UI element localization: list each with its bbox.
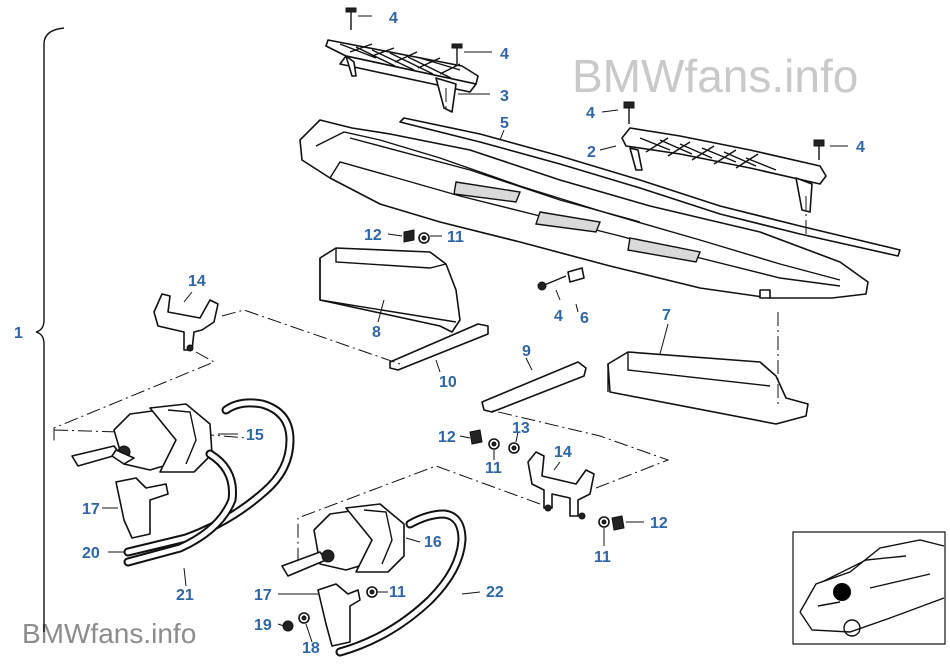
callout-12c: 12 <box>650 515 668 532</box>
callout-labels: 1 4 4 3 5 4 2 4 12 11 14 8 10 4 6 7 9 12… <box>14 10 865 657</box>
assembly-line-top <box>445 88 807 236</box>
callout-11c: 11 <box>594 549 611 566</box>
callout-17a: 17 <box>82 501 100 518</box>
part-17-bracket-right[interactable] <box>317 583 361 647</box>
callout-14b: 14 <box>554 444 572 461</box>
callout-21: 21 <box>176 587 194 604</box>
assembly-line-right <box>297 312 779 572</box>
nut-11b[interactable] <box>488 438 500 450</box>
nut-11d[interactable] <box>366 586 378 598</box>
callout-17b: 17 <box>254 587 272 604</box>
part-2-grille[interactable] <box>621 127 827 213</box>
watermark-bottom: BMWfans.info <box>22 618 196 649</box>
screw-4a[interactable] <box>345 7 357 30</box>
callout-6: 6 <box>580 310 589 327</box>
part-18-washer[interactable] <box>298 612 310 624</box>
nut-11a[interactable] <box>418 232 430 244</box>
callout-11d: 11 <box>389 584 406 601</box>
part-5-seal-strip[interactable] <box>399 117 901 257</box>
callout-8: 8 <box>372 324 381 341</box>
part-9-rod[interactable] <box>481 361 587 413</box>
callout-5: 5 <box>500 115 509 132</box>
callout-10: 10 <box>439 374 457 391</box>
leader-lines <box>102 15 848 643</box>
callout-19: 19 <box>254 617 272 634</box>
nut-6[interactable] <box>567 267 585 283</box>
part-5-cowl-panel[interactable] <box>299 119 869 299</box>
callout-4a: 4 <box>389 10 398 27</box>
part-3-grille[interactable] <box>325 39 479 113</box>
part-10-rod[interactable] <box>389 323 489 371</box>
screw-4c[interactable] <box>623 101 635 124</box>
callout-11b: 11 <box>485 460 502 477</box>
callout-4d: 4 <box>856 139 865 156</box>
callout-18: 18 <box>302 640 320 657</box>
clip-12a[interactable] <box>403 229 415 243</box>
bracket-14b[interactable] <box>527 451 595 520</box>
callout-20: 20 <box>82 545 100 562</box>
callout-22: 22 <box>486 584 504 601</box>
callout-1: 1 <box>14 325 23 342</box>
callout-4e: 4 <box>554 308 563 325</box>
clip-12c[interactable] <box>611 515 625 531</box>
nut-11c[interactable] <box>598 516 610 528</box>
callout-15: 15 <box>246 427 264 444</box>
part-19-nut[interactable] <box>282 620 294 632</box>
assembly-brace <box>35 27 65 632</box>
assembly-line-left <box>53 309 401 444</box>
screw-4e[interactable] <box>537 275 567 291</box>
screw-4b[interactable] <box>451 43 463 64</box>
callout-9: 9 <box>522 343 531 360</box>
callout-16: 16 <box>424 534 442 551</box>
part-17-bracket[interactable] <box>115 477 169 539</box>
clip-12b[interactable] <box>469 429 483 445</box>
part-7-trough[interactable] <box>607 351 809 425</box>
part-16-vacuum-unit[interactable] <box>281 503 405 577</box>
bracket-14a[interactable] <box>153 293 219 352</box>
callout-3: 3 <box>500 88 509 105</box>
callout-13: 13 <box>512 420 530 437</box>
part-15-vacuum-unit[interactable] <box>71 403 213 473</box>
callout-11a: 11 <box>447 229 464 246</box>
callout-4b: 4 <box>500 46 509 63</box>
callout-2: 2 <box>587 144 596 161</box>
callout-4c: 4 <box>586 105 595 122</box>
watermark-top: BMWfans.info <box>572 50 858 102</box>
callout-14a: 14 <box>188 273 206 290</box>
callout-12a: 12 <box>364 227 382 244</box>
part-13-grommet[interactable] <box>508 442 520 454</box>
car-location-icon <box>833 583 851 601</box>
part-8-trough[interactable] <box>319 247 461 333</box>
screw-4d[interactable] <box>813 139 825 160</box>
callout-12b: 12 <box>438 429 456 446</box>
callout-7: 7 <box>662 307 671 324</box>
car-location-thumbnail <box>792 531 946 645</box>
